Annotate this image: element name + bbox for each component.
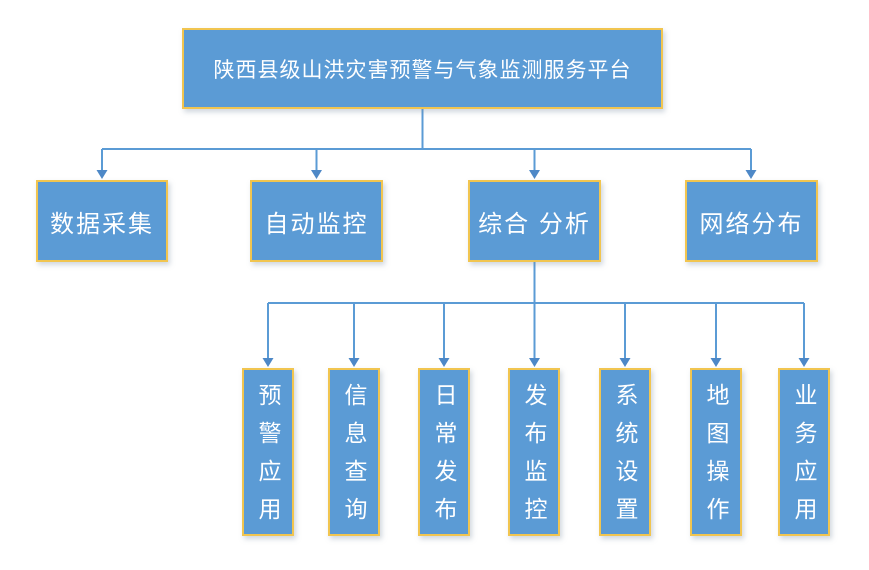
node-label: 地图操作 xyxy=(703,383,729,535)
level2-arrowheads xyxy=(262,358,810,367)
arrow-down-icon xyxy=(619,358,631,367)
arrow-down-icon xyxy=(529,170,540,179)
node-label: 发布监控 xyxy=(521,383,547,535)
node-label: 综合 分析 xyxy=(478,210,591,238)
level1-connector xyxy=(101,109,752,171)
node-release-monitoring: 发布监控 xyxy=(508,368,560,536)
level1-arrowheads xyxy=(96,170,757,179)
node-info-query: 信息查询 xyxy=(328,368,380,536)
node-label: 数据采集 xyxy=(50,210,154,238)
arrow-down-icon xyxy=(311,170,322,179)
node-label: 自动监控 xyxy=(264,210,369,238)
arrow-down-icon xyxy=(529,358,540,367)
node-label: 业务应用 xyxy=(791,383,817,535)
arrow-down-icon xyxy=(798,358,810,367)
node-label: 陕西县级山洪灾害预警与气象监测服务平台 xyxy=(213,58,632,82)
node-label: 信息查询 xyxy=(341,383,367,535)
arrow-down-icon xyxy=(745,170,757,179)
node-label: 系统设置 xyxy=(612,383,638,535)
level2-connector xyxy=(267,262,805,358)
node-platform-root: 陕西县级山洪灾害预警与气象监测服务平台 xyxy=(182,28,663,109)
node-comprehensive-analysis: 综合 分析 xyxy=(468,180,601,262)
node-business-application: 业务应用 xyxy=(778,368,830,536)
node-warning-application: 预警应用 xyxy=(242,368,294,536)
node-label: 预警应用 xyxy=(255,383,281,535)
node-label: 日常发布 xyxy=(431,383,457,535)
node-system-settings: 系统设置 xyxy=(599,368,651,536)
node-network-distribution: 网络分布 xyxy=(685,180,818,262)
node-auto-monitoring: 自动监控 xyxy=(250,180,383,262)
arrow-down-icon xyxy=(348,358,360,367)
node-label: 网络分布 xyxy=(699,210,804,238)
arrow-down-icon xyxy=(262,358,274,367)
arrow-down-icon xyxy=(438,358,450,367)
arrow-down-icon xyxy=(96,170,108,179)
arrow-down-icon xyxy=(710,358,722,367)
node-map-operation: 地图操作 xyxy=(690,368,742,536)
node-data-collection: 数据采集 xyxy=(36,180,168,262)
node-daily-release: 日常发布 xyxy=(418,368,470,536)
